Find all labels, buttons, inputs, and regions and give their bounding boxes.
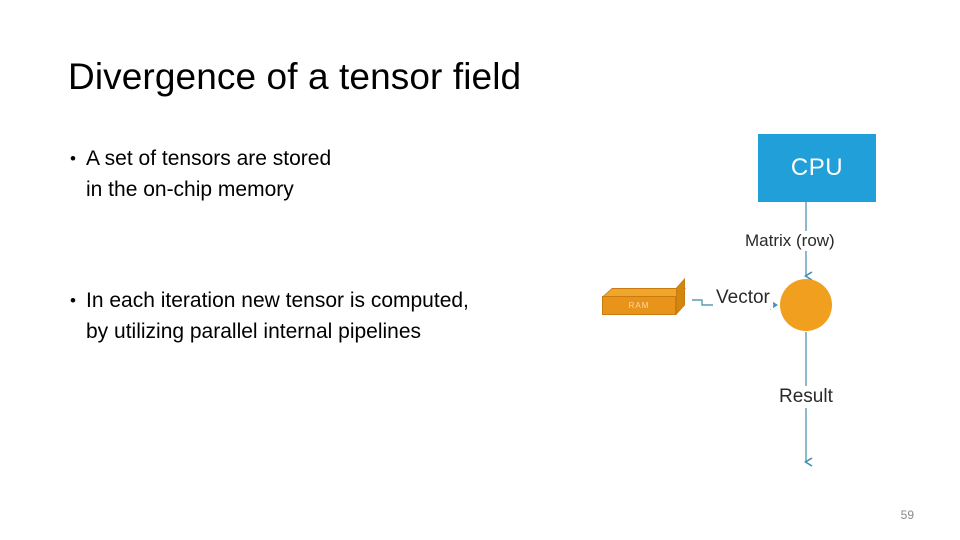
edge-label-result: Result [776,386,836,408]
bullet-marker-icon: • [70,149,76,168]
list-item: • In each iteration new tensor is comput… [70,285,600,347]
architecture-diagram: CPU RAM Matrix (row) Vector Result [580,118,940,483]
edge-label-vector: Vector [713,287,773,309]
ram-front-face [602,296,676,315]
bullet-marker-icon: • [70,291,76,310]
bullet-text: A set of tensors are stored in the on-ch… [86,147,332,201]
cpu-node-label: CPU [790,154,844,181]
page-title: Divergence of a tensor field [68,56,522,97]
processor-node[interactable] [780,279,832,331]
bullet-list: • A set of tensors are stored in the on-… [70,143,600,347]
bullet-text: In each iteration new tensor is computed… [86,289,469,343]
cpu-node[interactable]: CPU [758,134,876,202]
ram-node[interactable]: RAM [602,278,690,316]
page-number: 59 [900,508,914,522]
ram-node-label: RAM [628,301,650,310]
edge-label-matrix: Matrix (row) [742,231,838,251]
list-item: • A set of tensors are stored in the on-… [70,143,600,205]
